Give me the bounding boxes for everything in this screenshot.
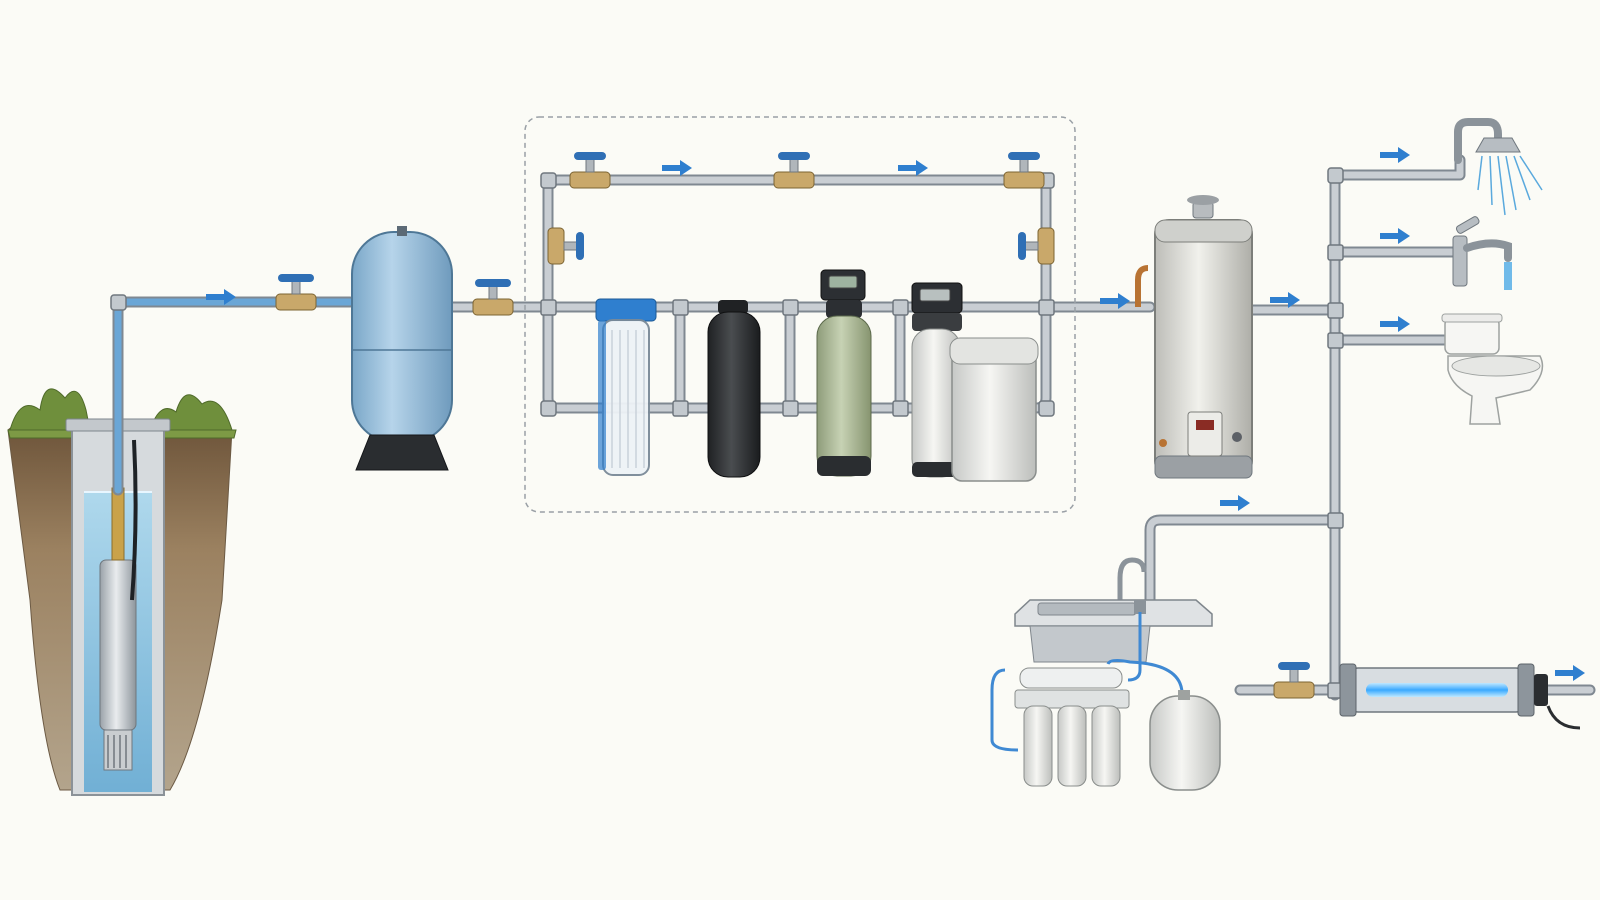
faucet-icon [1452,216,1512,290]
kitchen-sink-icon [1014,557,1213,663]
treatment-system-bypass-group [524,116,1076,513]
flow-arrow-icon [1220,495,1250,511]
toilet-icon [1441,313,1544,425]
flow-arrow-icon [1380,316,1410,332]
flow-arrow-icon [1380,147,1410,163]
carbon-filter-tank-icon [707,300,761,478]
flow-arrow-icon [1380,228,1410,244]
flow-arrows [206,147,1585,681]
water-softener-icon [911,282,963,478]
iron-filter-tank-icon [816,269,872,477]
pressure-tank-icon [351,226,453,471]
shower-head-icon [1454,118,1543,216]
pump-power-cable [130,439,138,601]
isolation-valve-icon[interactable] [547,227,584,265]
flow-arrow-icon [206,289,236,305]
flow-arrow-icon [1555,665,1585,681]
uv-sterilizer-icon [1339,663,1581,730]
bypass-valve-icon[interactable] [773,152,815,189]
sediment-filter-housing-icon [595,298,657,476]
brine-tank-icon [949,337,1039,482]
reverse-osmosis-system-icon [990,612,1184,787]
flow-arrow-icon [898,160,928,176]
flow-arrow-icon [1270,292,1300,308]
flow-arrow-icon [662,160,692,176]
ball-valve-icon[interactable] [275,274,317,311]
submersible-pump-icon [99,487,137,771]
flow-arrow-icon [1100,293,1130,309]
water-heater-icon [1135,195,1253,479]
bypass-valve-icon[interactable] [1003,152,1045,189]
ball-valve-icon[interactable] [472,279,514,316]
ro-storage-tank-icon [1149,690,1221,791]
bypass-valve-icon[interactable] [569,152,611,189]
isolation-valve-icon[interactable] [1018,227,1055,265]
ball-valve-icon[interactable] [1273,662,1315,699]
valves [275,152,1315,699]
